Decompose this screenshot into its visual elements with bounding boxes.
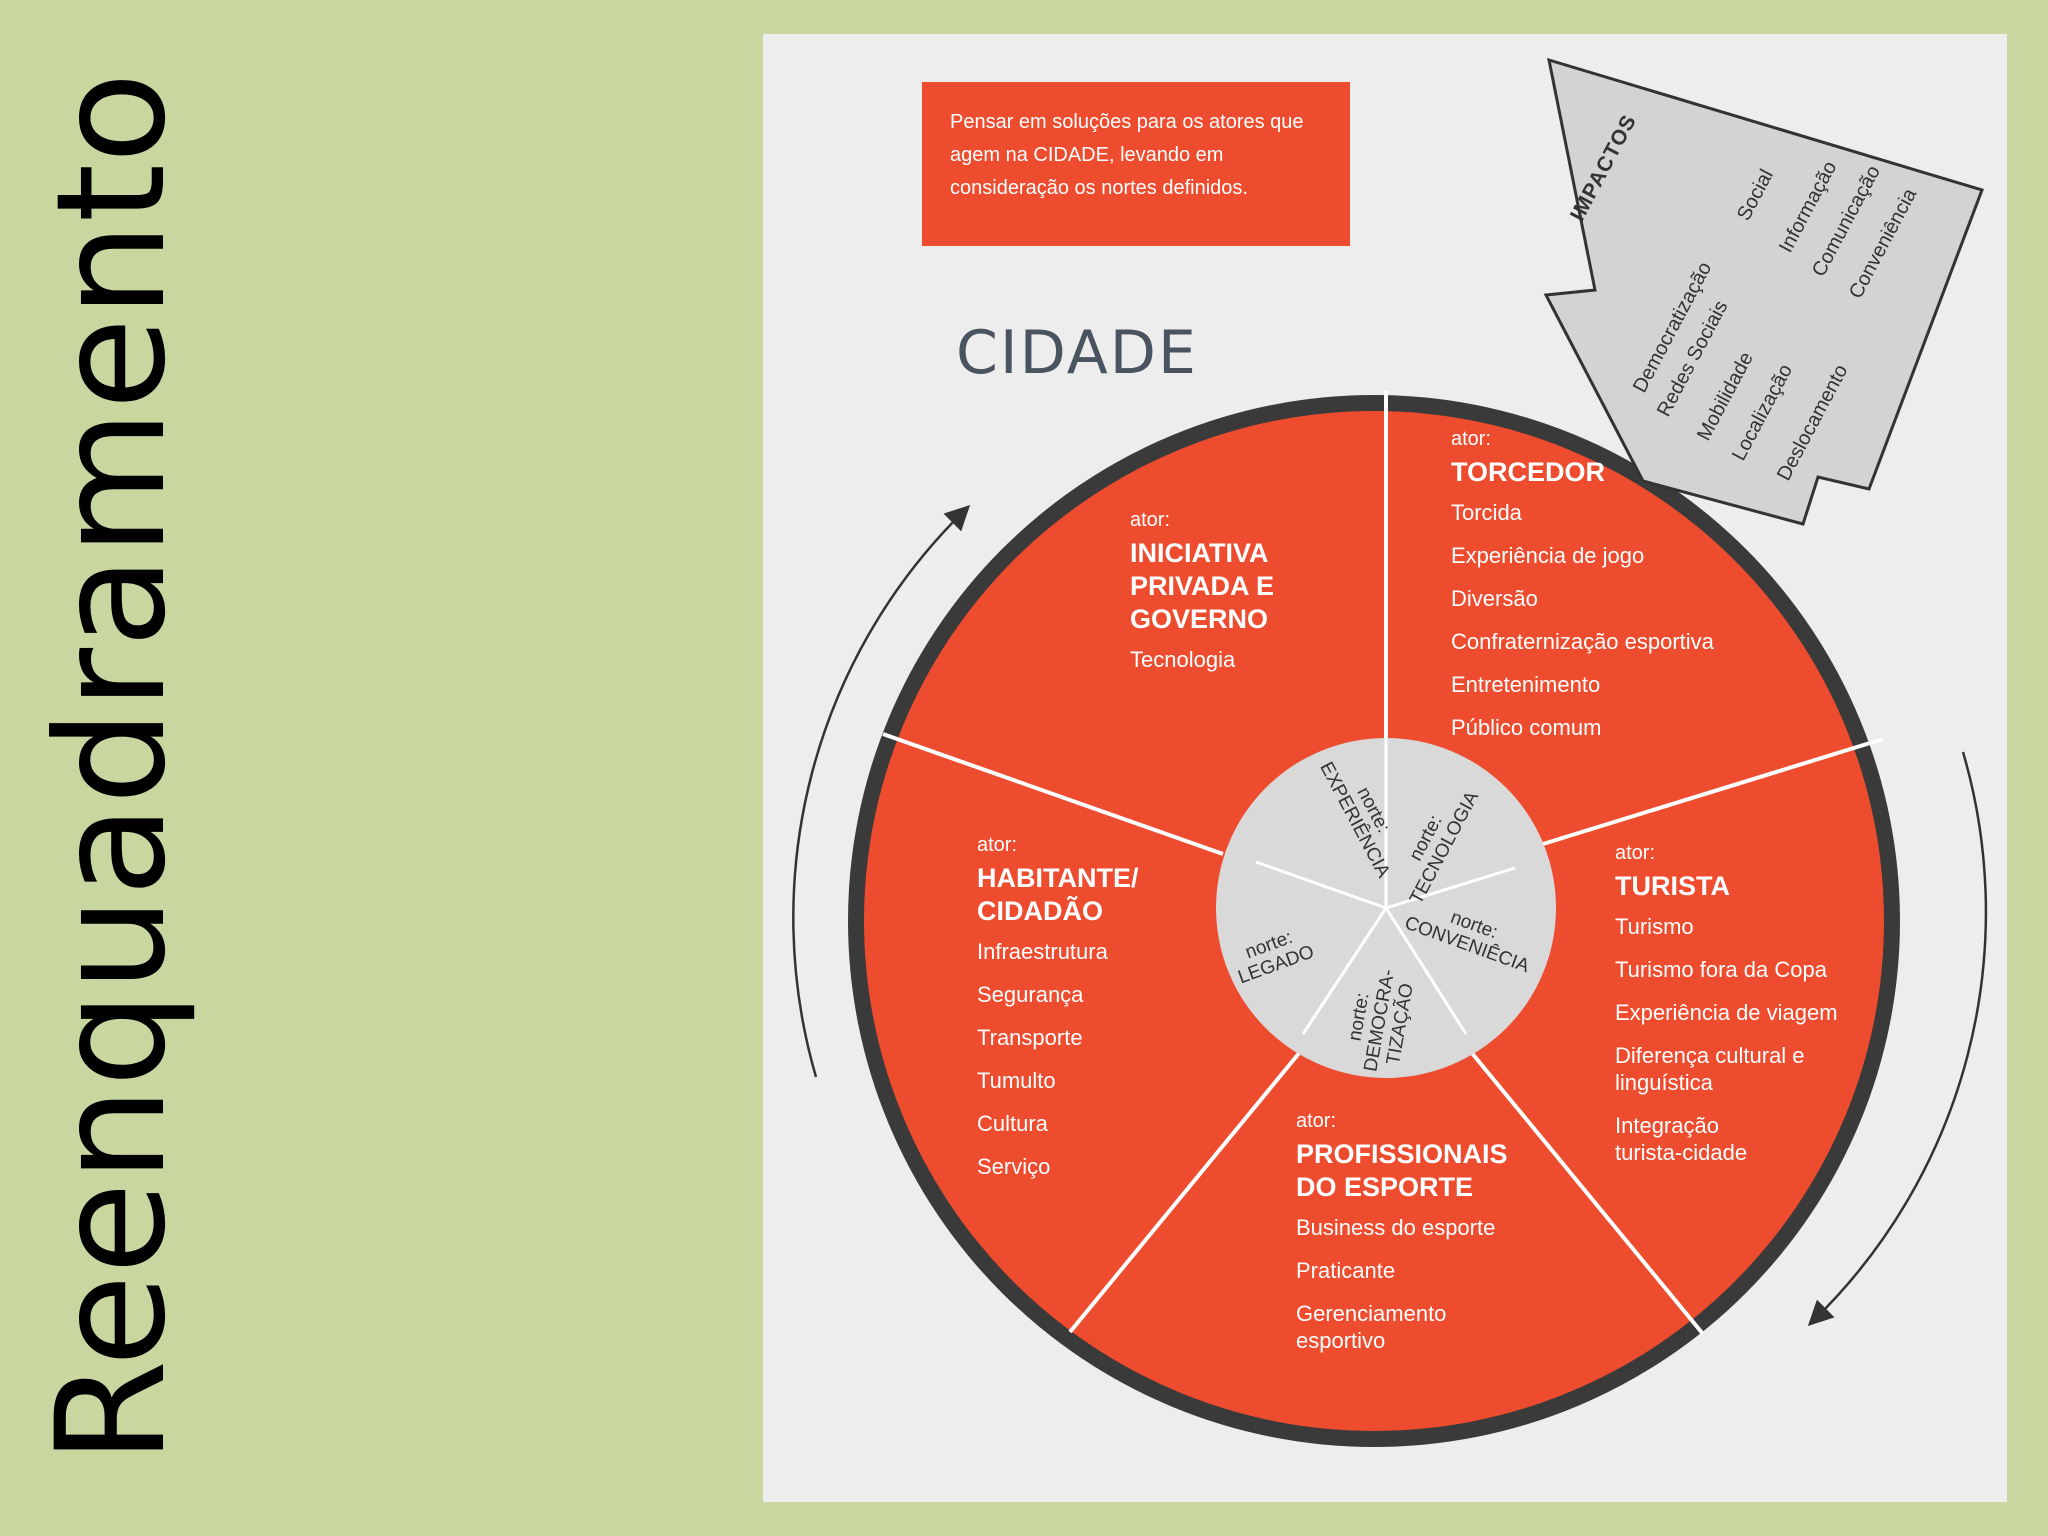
actor-torcedor: ator: TORCEDOR Torcida Experiência de jo… xyxy=(1451,426,1751,757)
actor-turista: ator: TURISTA Turismo Turismo fora da Co… xyxy=(1615,840,1865,1182)
actor-name-line: HABITANTE/ xyxy=(977,863,1139,893)
actor-name-line: GOVERNO xyxy=(1130,604,1269,634)
divider-line xyxy=(1446,1022,1705,1336)
actor-name: HABITANTE/ CIDADÃO xyxy=(977,862,1177,928)
actor-item: Turismo xyxy=(1615,914,1694,939)
divider-line xyxy=(882,732,1224,856)
city-label: CIDADE xyxy=(956,318,1198,388)
actor-item: Infraestrutura xyxy=(977,939,1108,964)
actor-item: Praticante xyxy=(1296,1258,1396,1283)
actor-item: Serviço xyxy=(977,1154,1051,1179)
divider-line xyxy=(1068,1022,1325,1334)
divider-line xyxy=(1542,737,1884,846)
impacts-arrow-shape xyxy=(1543,57,1984,526)
actor-item: Experiência de jogo xyxy=(1451,543,1645,568)
actor-item: Tecnologia xyxy=(1130,647,1236,672)
actor-name-line: INICIATIVA xyxy=(1130,538,1269,568)
actor-item: Integração turista-cidade xyxy=(1615,1113,1748,1165)
actor-profissionais: ator: PROFISSIONAIS DO ESPORTE Business … xyxy=(1296,1108,1556,1370)
actor-name: TORCEDOR xyxy=(1451,457,1606,487)
actor-item: Público comum xyxy=(1451,715,1602,740)
rotation-arrow-left xyxy=(792,504,971,1078)
actor-iniciativa: ator: INICIATIVA PRIVADA E GOVERNO Tecno… xyxy=(1130,507,1380,689)
actor-name: PROFISSIONAIS DO ESPORTE xyxy=(1296,1138,1556,1204)
actor-item: Torcida xyxy=(1451,500,1522,525)
hub-divider xyxy=(1385,866,1516,910)
hub-divider xyxy=(1384,907,1468,1035)
actor-kicker: ator: xyxy=(1615,842,1656,864)
actor-item: Diversão xyxy=(1451,586,1538,611)
hub-divider xyxy=(1301,907,1388,1035)
actor-kicker: ator: xyxy=(1130,509,1171,531)
hub-divider xyxy=(1255,860,1387,910)
slide-title: Reenquadramento xyxy=(25,71,199,1465)
actor-item: Gerenciamento esportivo xyxy=(1296,1301,1447,1353)
instruction-note: Pensar em soluções para os atores que ag… xyxy=(922,82,1350,246)
actor-kicker: ator: xyxy=(977,834,1018,856)
actor-item: Segurança xyxy=(977,982,1084,1007)
actor-item: Experiência de viagem xyxy=(1615,1000,1838,1025)
rotation-arrow-right xyxy=(1807,751,1988,1327)
actor-name-line: DO ESPORTE xyxy=(1296,1172,1474,1202)
actor-kicker: ator: xyxy=(1451,428,1492,450)
actor-item: Business do esporte xyxy=(1296,1215,1496,1240)
actor-item: Cultura xyxy=(977,1111,1048,1136)
actor-item: Entretenimento xyxy=(1451,672,1601,697)
actor-item: Tumulto xyxy=(977,1068,1056,1093)
actor-name-line: CIDADÃO xyxy=(977,896,1103,926)
actor-diagram-panel: Pensar em soluções para os atores que ag… xyxy=(763,34,2007,1502)
actor-item: Confraternização esportiva xyxy=(1451,629,1714,654)
actor-name-line: PRIVADA E xyxy=(1130,571,1275,601)
actor-habitante: ator: HABITANTE/ CIDADÃO Infraestrutura … xyxy=(977,832,1177,1196)
actor-name-line: PROFISSIONAIS xyxy=(1296,1139,1508,1169)
actor-item: Transporte xyxy=(977,1025,1083,1050)
actor-item: Turismo fora da Copa xyxy=(1615,957,1827,982)
actor-name: TURISTA xyxy=(1615,871,1730,901)
actor-name: INICIATIVA PRIVADA E GOVERNO xyxy=(1130,537,1380,636)
diagram-graphics xyxy=(792,57,1988,1447)
actor-item: Diferença cultural e linguística xyxy=(1615,1043,1805,1095)
actor-kicker: ator: xyxy=(1296,1110,1337,1132)
